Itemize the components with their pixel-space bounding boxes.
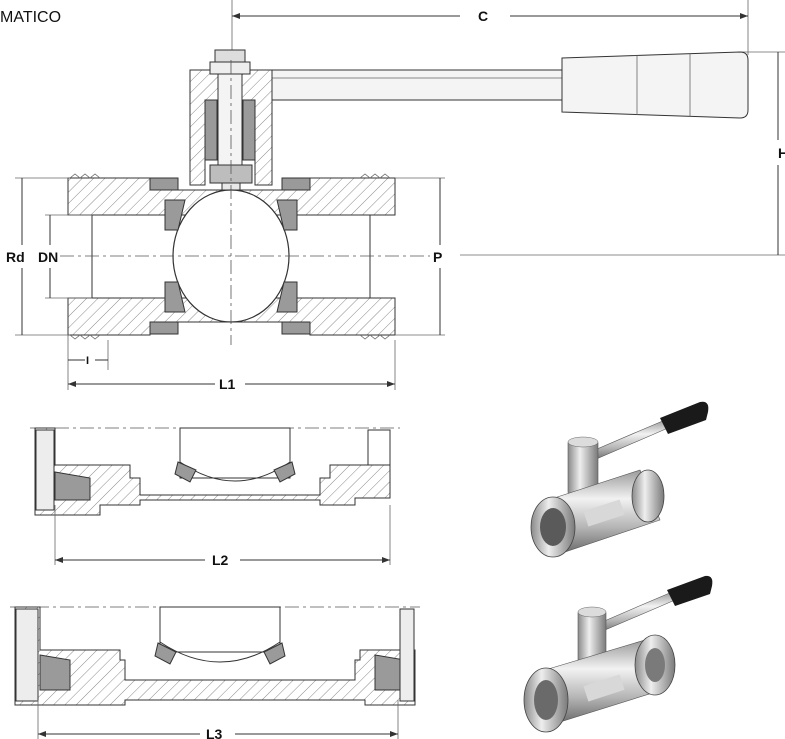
label-l1: L1: [219, 376, 236, 392]
dimension-rd-dn: Rd DN: [6, 177, 92, 336]
title-fragment: MATICO: [0, 9, 61, 26]
handle-lever: [269, 51, 749, 119]
valve-body: [60, 60, 430, 345]
dimension-p: P: [395, 177, 445, 336]
valve-photo-1: [530, 401, 709, 558]
label-c: C: [478, 8, 488, 24]
dimension-i: I: [67, 335, 109, 370]
label-l3: L3: [206, 726, 223, 739]
dimension-l1: L1: [67, 340, 396, 392]
label-dn: DN: [38, 249, 58, 265]
stem-housing: [189, 49, 273, 206]
dimension-c: C: [231, 0, 749, 65]
dimension-h: H: [460, 51, 785, 256]
label-i: I: [86, 355, 89, 367]
valve-photo-2: [523, 575, 713, 733]
main-section-view: C H: [6, 0, 785, 392]
label-p: P: [433, 249, 442, 265]
label-rd: Rd: [6, 249, 25, 265]
section-view-l3: L3: [10, 606, 420, 739]
label-l2: L2: [212, 552, 229, 568]
section-view-l2: L2: [30, 427, 400, 568]
label-h: H: [778, 145, 785, 161]
